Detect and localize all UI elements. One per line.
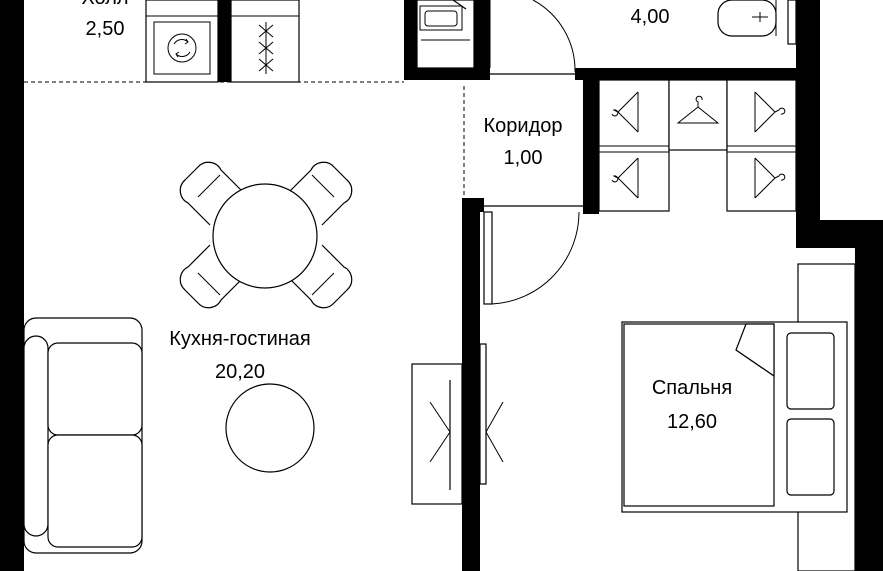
door-swing-icon [489, 0, 576, 75]
wall-corridor-right [583, 68, 599, 214]
corridor-name: Коридор [484, 115, 563, 137]
wardrobe-middle [668, 79, 728, 151]
coffee-table-icon [225, 383, 315, 473]
hall-area: Холл 2,50 [24, 0, 404, 83]
corridor-area: Коридор 1,00 [463, 86, 563, 198]
bed-icon [621, 263, 856, 571]
hall-name: Холл [81, 0, 128, 9]
dining-table-icon [179, 161, 353, 309]
wall-hall-appliance-divider [218, 0, 231, 82]
chair-bottom-right [288, 244, 353, 309]
pillow-icon [786, 332, 835, 410]
bedroom-area: 12,60 [667, 411, 717, 433]
wardrobe-block [598, 79, 797, 212]
toilet-icon [717, 0, 797, 45]
corridor-area: 1,00 [504, 147, 543, 169]
chair-top-left [179, 161, 244, 226]
window-icon [411, 343, 504, 505]
wall-wardrobe-right [796, 68, 820, 222]
bedroom-door-swing-icon [483, 205, 583, 305]
pillow-icon-2 [786, 418, 835, 496]
dining-table [212, 183, 318, 289]
living-area: 20,20 [215, 361, 265, 383]
bedroom-name: Спальня [652, 377, 732, 399]
wall-left-outer [0, 0, 24, 571]
living-area: Кухня-гостиная 20,20 [23, 161, 353, 554]
chair-top-right [288, 161, 353, 226]
wall-corridor-bottom [462, 198, 484, 212]
sofa-icon [23, 317, 143, 554]
wall-kitchen-bath-bottom [404, 68, 488, 80]
chair-bottom-left [179, 244, 244, 309]
bedroom-area: Спальня 12,60 [621, 263, 856, 571]
wall-bedroom-left [462, 198, 480, 571]
hanger-icon [611, 91, 786, 199]
bathroom-area: 4,00 [631, 6, 670, 28]
bathroom-area: 4,00 [489, 0, 797, 75]
living-name: Кухня-гостиная [169, 328, 311, 350]
wall-bath-bottom-right [575, 68, 820, 80]
wall-right-top [796, 0, 820, 80]
sink-area [416, 0, 475, 69]
hall-area: 2,50 [86, 18, 125, 40]
stove-icon [230, 0, 300, 83]
sink-icon [419, 0, 470, 41]
washing-machine-icon [145, 0, 219, 83]
wall-bedroom-right [855, 220, 883, 571]
sink-counter [416, 0, 475, 69]
wall-kitchen-bath-left [404, 0, 417, 80]
wall-bath-door-jamb [474, 0, 490, 80]
